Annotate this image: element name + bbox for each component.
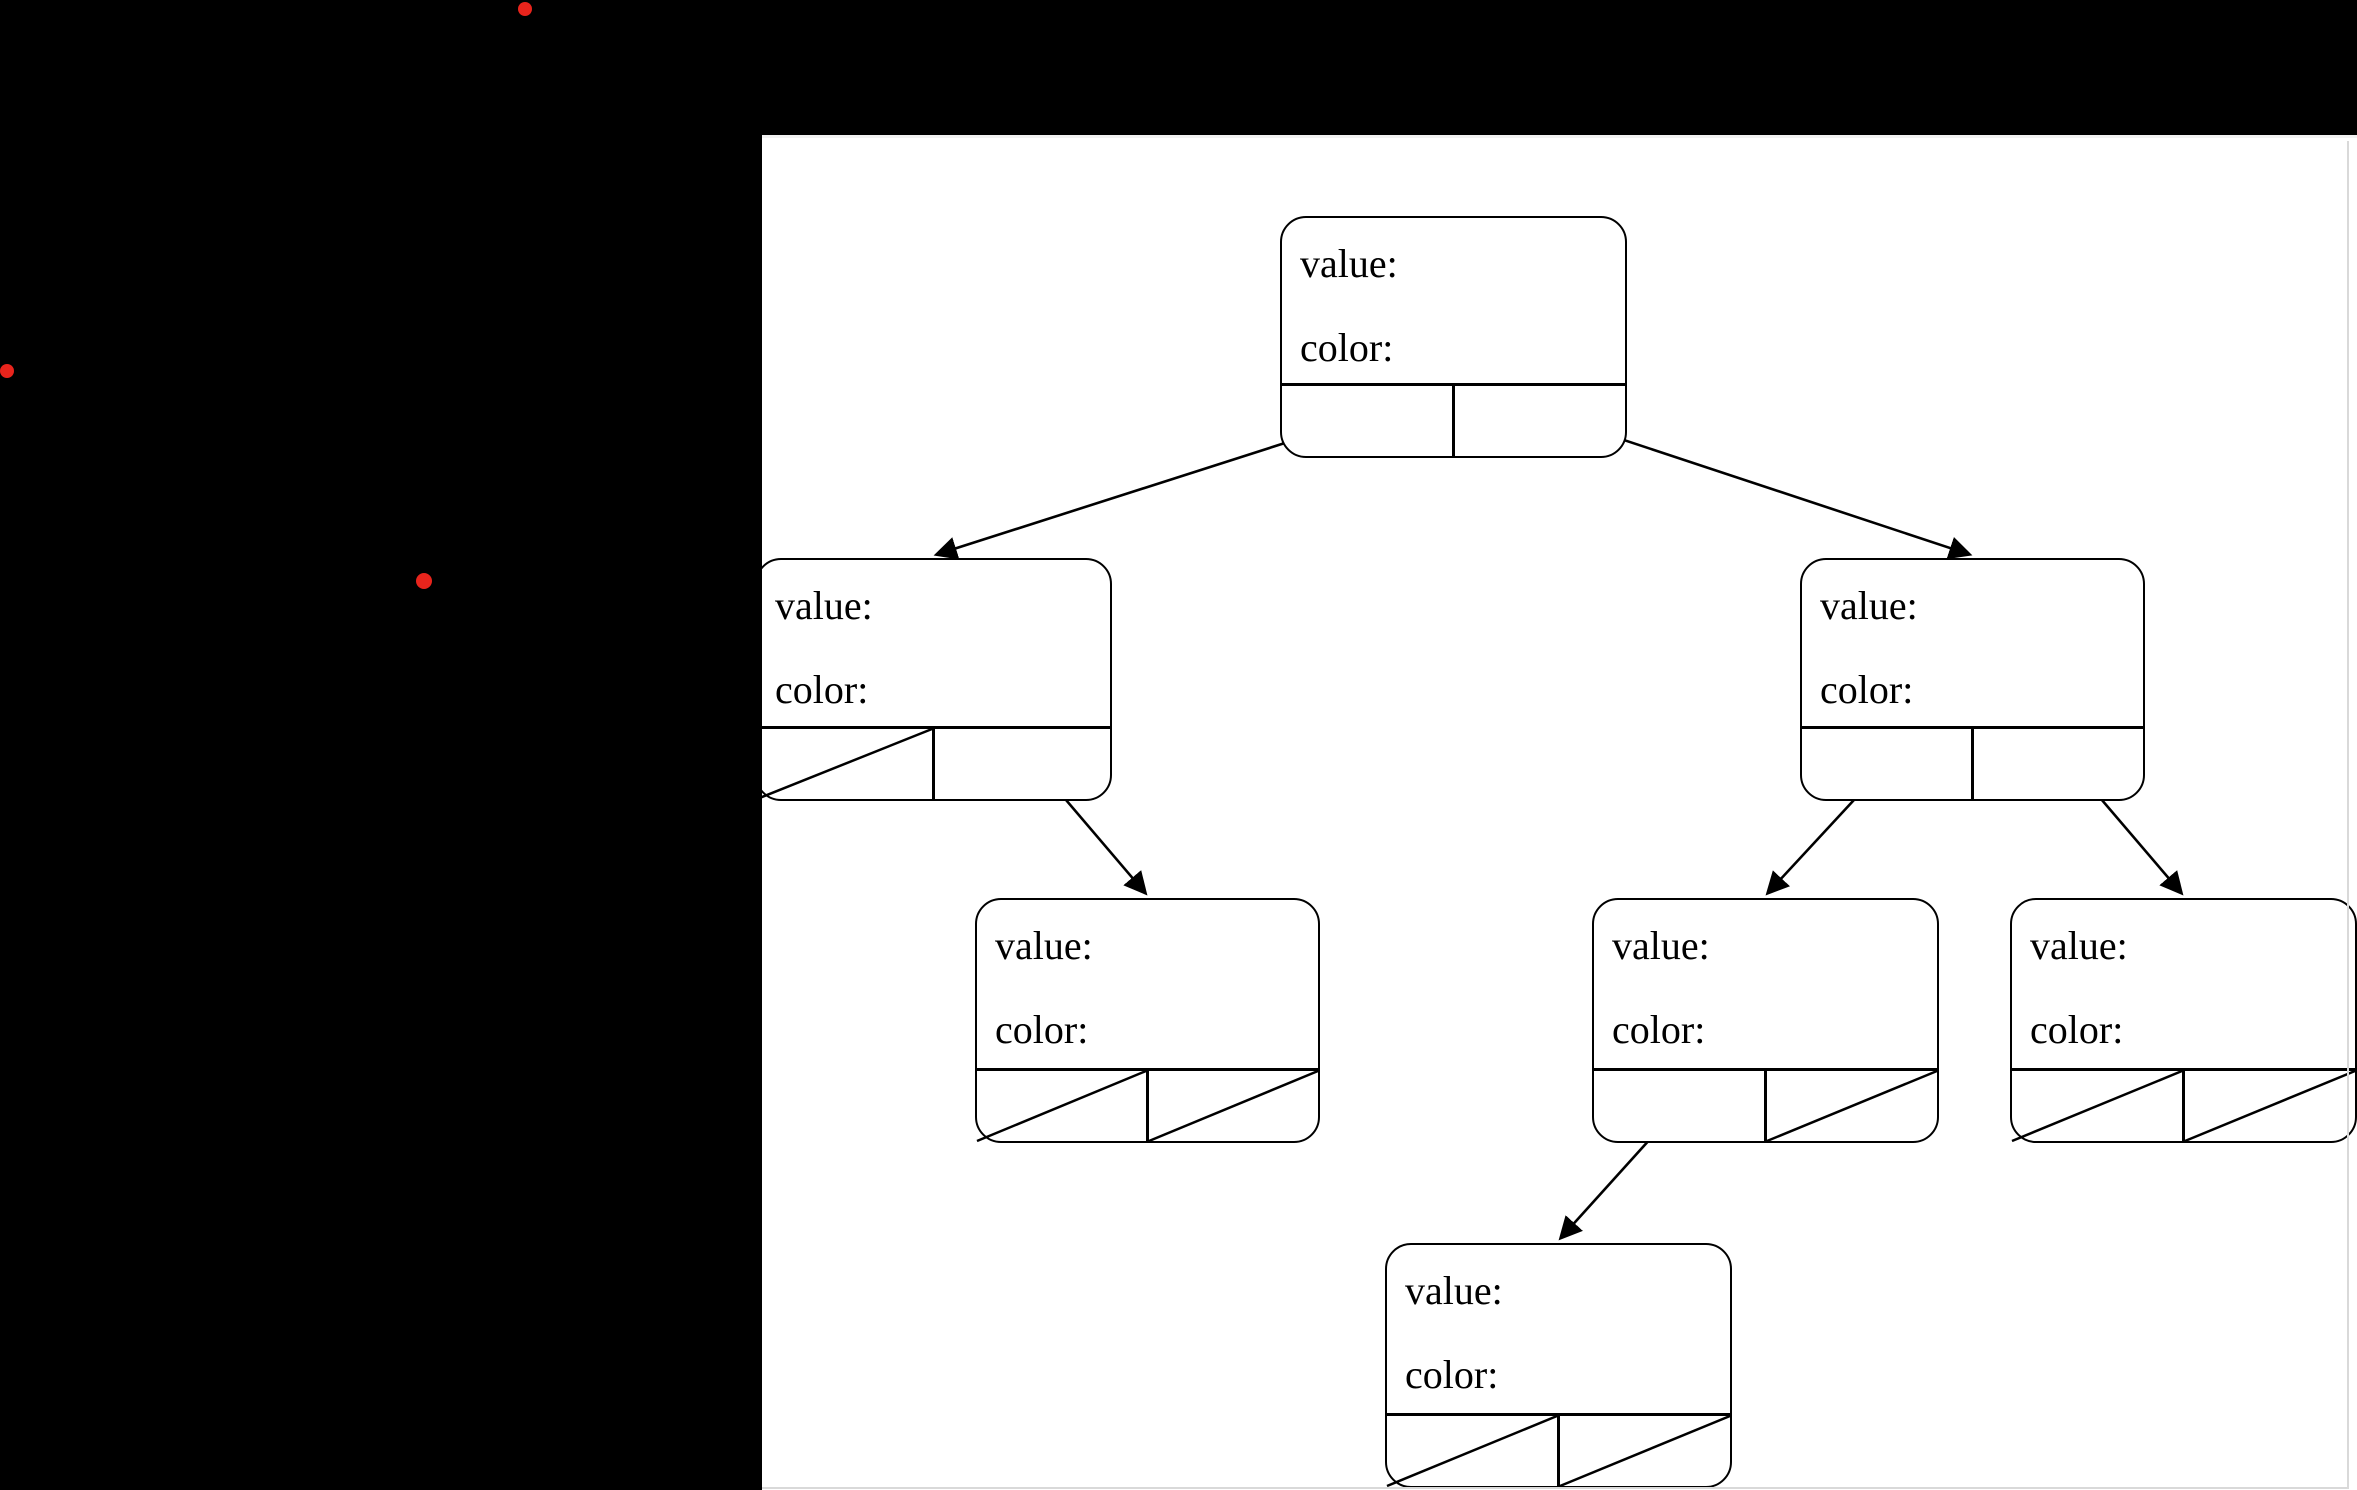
node-fields: value: color: (2012, 900, 2355, 1068)
leaf-node-d[interactable]: value: color: (1385, 1243, 1732, 1488)
null-pointer-slash-icon (2185, 1071, 2355, 1141)
node-fields: value: color: (977, 900, 1318, 1068)
root-node[interactable]: value: color: (1280, 216, 1627, 458)
marker-dot-middle (416, 573, 432, 589)
leaf-node-c[interactable]: value: color: (2010, 898, 2357, 1143)
node-left-pointer-cell[interactable] (1387, 1416, 1557, 1486)
null-pointer-slash-icon (977, 1071, 1146, 1141)
right-child-node[interactable]: value: color: (1800, 558, 2145, 801)
node-value-label: value: (2030, 923, 2128, 968)
node-pointer-row (2012, 1068, 2355, 1141)
node-color-label: color: (1820, 667, 1914, 712)
node-pointer-row (977, 1068, 1318, 1141)
node-value-label: value: (1612, 923, 1710, 968)
node-fields: value: color: (1387, 1245, 1730, 1413)
node-pointer-row (1282, 383, 1625, 456)
node-right-pointer-cell[interactable] (1146, 1071, 1318, 1141)
marker-dot-left (0, 364, 14, 378)
node-pointer-row (762, 726, 1110, 799)
node-color-label: color: (1405, 1352, 1499, 1397)
node-right-pointer-cell[interactable] (2182, 1071, 2355, 1141)
node-color-label: color: (1300, 325, 1394, 370)
node-left-pointer-cell[interactable] (2012, 1071, 2182, 1141)
node-left-pointer-cell[interactable] (1802, 729, 1971, 799)
node-fields: value: color: (1802, 560, 2143, 726)
leaf-node-b[interactable]: value: color: (1592, 898, 1939, 1143)
null-pointer-slash-icon (1767, 1071, 1937, 1141)
node-pointer-row (1387, 1413, 1730, 1486)
node-pointer-row (1594, 1068, 1937, 1141)
leaf-node-a[interactable]: value: color: (975, 898, 1320, 1143)
node-fields: value: color: (1282, 218, 1625, 383)
node-fields: value: color: (762, 560, 1110, 726)
null-pointer-slash-icon (2012, 1071, 2182, 1141)
node-left-pointer-cell[interactable] (1282, 386, 1452, 456)
null-pointer-slash-icon (1149, 1071, 1318, 1141)
null-pointer-slash-icon (1387, 1416, 1557, 1486)
node-left-pointer-cell[interactable] (762, 729, 932, 799)
node-left-pointer-cell[interactable] (977, 1071, 1146, 1141)
null-pointer-slash-icon (1560, 1416, 1730, 1486)
node-value-label: value: (995, 923, 1093, 968)
node-right-pointer-cell[interactable] (1971, 729, 2143, 799)
node-value-label: value: (1820, 583, 1918, 628)
left-child-node[interactable]: value: color: (762, 558, 1112, 801)
node-right-pointer-cell[interactable] (1557, 1416, 1730, 1486)
node-left-pointer-cell[interactable] (1594, 1071, 1764, 1141)
node-color-label: color: (2030, 1007, 2124, 1052)
node-right-pointer-cell[interactable] (1764, 1071, 1937, 1141)
node-pointer-row (1802, 726, 2143, 799)
node-value-label: value: (1405, 1268, 1503, 1313)
node-right-pointer-cell[interactable] (1452, 386, 1625, 456)
null-pointer-slash-icon (762, 729, 932, 799)
node-color-label: color: (1612, 1007, 1706, 1052)
marker-dot-top (518, 2, 532, 16)
node-right-pointer-cell[interactable] (932, 729, 1110, 799)
diagram-canvas-panel[interactable]: value:color:value:color:value:color:valu… (762, 135, 2357, 1490)
node-value-label: value: (1300, 241, 1398, 286)
node-value-label: value: (775, 583, 873, 628)
node-fields: value: color: (1594, 900, 1937, 1068)
node-color-label: color: (775, 667, 869, 712)
node-color-label: color: (995, 1007, 1089, 1052)
